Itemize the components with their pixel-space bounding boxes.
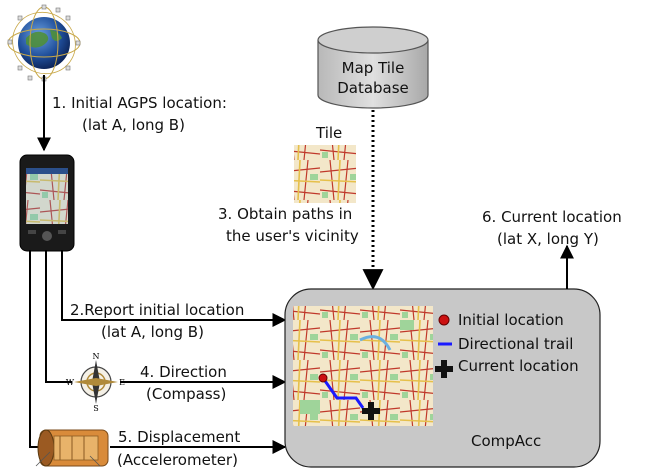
- step6-label: 6. Current location: [482, 208, 622, 226]
- compacc-map: [293, 306, 433, 426]
- compass-s: S: [93, 404, 98, 413]
- database-label-line1: Map Tile: [342, 59, 405, 77]
- tile-label: Tile: [315, 124, 342, 142]
- current-location-marker: [362, 402, 380, 420]
- compass-icon: N S W E: [66, 352, 125, 413]
- map-tile-database-icon: Map Tile Database: [317, 26, 429, 109]
- compass-e: E: [119, 378, 125, 387]
- step5-sublabel: (Accelerometer): [117, 451, 238, 469]
- line-phone-accelerometer: [29, 250, 40, 448]
- database-label-line2: Database: [337, 79, 409, 97]
- legend-current-label: Current location: [458, 357, 579, 375]
- arrow-report-initial: [61, 250, 287, 327]
- satellite-globe-icon: [7, 4, 81, 82]
- initial-location-marker: [318, 373, 328, 383]
- step6-sublabel: (lat X, long Y): [497, 230, 599, 248]
- accelerometer-icon: [35, 429, 109, 467]
- mobile-phone-icon: [19, 154, 75, 252]
- compass-n: N: [93, 352, 100, 361]
- legend-trail-label: Directional trail: [458, 335, 573, 353]
- compacc-title: CompAcc: [471, 432, 541, 450]
- step2-label: 2.Report initial location: [70, 301, 244, 319]
- step4-sublabel: (Compass): [146, 385, 226, 403]
- directional-trail: [321, 377, 365, 409]
- step1-label: 1. Initial AGPS location:: [52, 94, 227, 112]
- step2-sublabel: (lat A, long B): [101, 323, 204, 341]
- step3-label: 3. Obtain paths in: [218, 205, 352, 223]
- legend-initial-icon: [438, 314, 450, 326]
- compass-w: W: [66, 378, 75, 387]
- line-phone-compass: [45, 250, 72, 383]
- step5-label: 5. Displacement: [118, 428, 240, 446]
- step4-label: 4. Direction: [140, 363, 227, 381]
- legend-initial-label: Initial location: [458, 311, 564, 329]
- step3-sublabel: the user's vicinity: [226, 227, 359, 245]
- step1-sublabel: (lat A, long B): [82, 116, 185, 134]
- legend: Initial location Directional trail Curre…: [435, 311, 579, 378]
- map-tile-image: [294, 145, 356, 203]
- legend-current-icon: [435, 360, 453, 378]
